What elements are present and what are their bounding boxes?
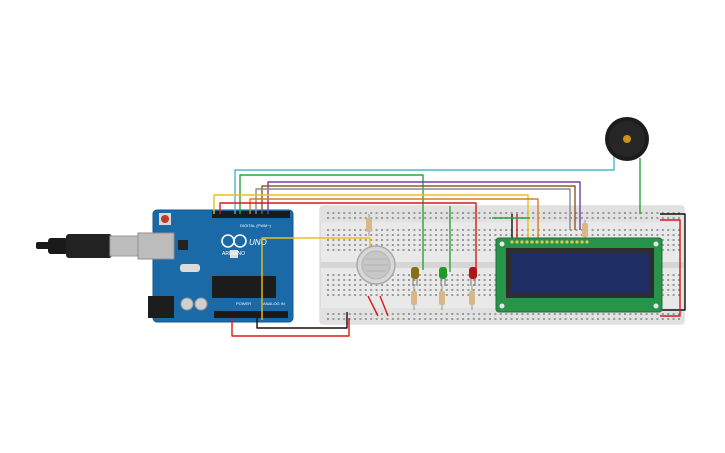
led-yellow-body <box>411 267 419 279</box>
wire-red-digital[interactable] <box>219 202 477 270</box>
piezo-buzzer-icon[interactable] <box>605 117 649 161</box>
usb-cable-icon[interactable] <box>36 234 155 258</box>
led-red[interactable] <box>469 267 477 286</box>
resistor-led-1[interactable] <box>411 286 417 310</box>
wire-black-rail[interactable] <box>660 213 686 311</box>
lcd-display[interactable] <box>495 237 663 313</box>
led-green[interactable] <box>439 267 447 286</box>
resistor-lcd[interactable] <box>582 220 588 240</box>
wire-brown[interactable] <box>261 185 576 230</box>
power-jack <box>148 296 174 318</box>
resistors <box>366 214 588 310</box>
wire-yellow-analog[interactable] <box>261 237 371 320</box>
gas-sensor-icon[interactable] <box>356 245 396 285</box>
analog-label: ANALOG IN <box>263 301 285 306</box>
leds <box>411 267 477 286</box>
power-analog-header <box>214 311 288 318</box>
resistor-sensor[interactable] <box>366 214 372 236</box>
digital-header <box>212 211 290 218</box>
wire-sensor-red-2[interactable] <box>379 295 389 317</box>
wire-purple[interactable] <box>267 181 581 230</box>
led-yellow[interactable] <box>411 267 419 286</box>
power-label: POWER <box>236 301 251 306</box>
arduino-brand-text: ARDUINO <box>222 251 245 257</box>
arduino-logo-icon <box>221 234 247 248</box>
usb-port <box>137 232 175 260</box>
arduino-uno-board[interactable]: ARDUINO UNO DIGITAL (PWM~) POWER ANALOG … <box>137 209 294 323</box>
wire-red-5v[interactable] <box>231 318 350 337</box>
wire-cyan[interactable] <box>234 150 615 214</box>
resistor-led-2[interactable] <box>439 286 445 310</box>
wire-orange[interactable] <box>249 198 539 240</box>
wire-sensor-red-1[interactable] <box>367 295 379 317</box>
arduino-model-text: UNO <box>249 238 267 247</box>
resistor-led-3[interactable] <box>469 286 475 310</box>
wire-black-gnd[interactable] <box>256 312 348 329</box>
digital-label: DIGITAL (PWM~) <box>240 223 272 228</box>
lcd-pins <box>510 240 589 244</box>
wire-gray[interactable] <box>255 188 571 230</box>
lcd-screen <box>511 253 649 293</box>
atmega-chip <box>212 276 276 298</box>
wires <box>213 150 686 337</box>
reset-button[interactable] <box>161 215 169 223</box>
wire-red-rail[interactable] <box>660 219 681 317</box>
